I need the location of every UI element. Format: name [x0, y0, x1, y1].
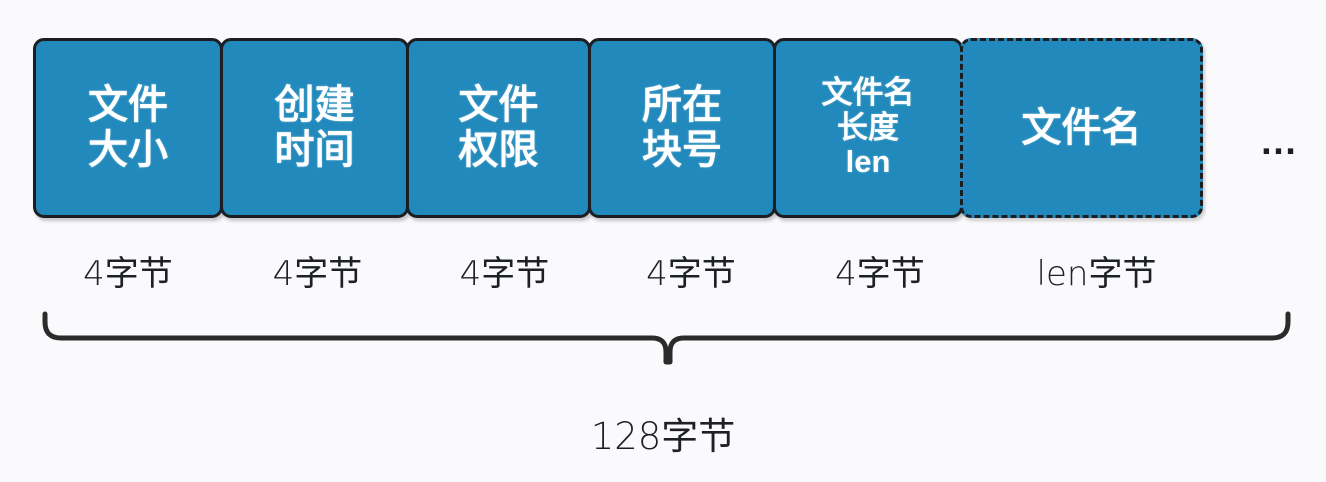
byte-size-label-file-size: 4字节 — [83, 253, 173, 294]
field-box-file-size[interactable]: 文件大小 — [33, 38, 223, 218]
byte-size-label-block-number: 4字节 — [646, 253, 736, 294]
byte-size-label-filename: len字节 — [1036, 253, 1157, 294]
byte-size-label-filename-length: 4字节 — [835, 253, 925, 294]
brace-icon — [42, 311, 1291, 365]
byte-size-label-file-permission: 4字节 — [459, 253, 550, 294]
field-box-filename[interactable]: 文件名 — [960, 38, 1203, 218]
field-label-line: 文件 — [458, 83, 539, 128]
total-size-caption: 128字节 — [590, 415, 736, 458]
field-label-line: 文件名 — [821, 74, 915, 110]
field-label-line: 所在 — [642, 83, 722, 128]
byte-size-label-create-time: 4字节 — [272, 253, 363, 294]
byte-size-label-row: 4字节 4字节 4字节 4字节 4字节 len字节 — [33, 246, 1218, 294]
field-box-file-permission[interactable]: 文件权限 — [406, 38, 591, 218]
field-label-line: len — [845, 144, 891, 180]
field-label-line: 块号 — [642, 128, 722, 172]
field-label-line: 权限 — [458, 128, 539, 172]
continuation-ellipsis: … — [1259, 121, 1301, 163]
field-box-create-time[interactable]: 创建时间 — [220, 38, 409, 218]
field-label-line: 长度 — [837, 109, 899, 145]
total-size-brace — [0, 300, 1326, 400]
field-label-line: 文件 — [88, 83, 168, 128]
field-box-block-number[interactable]: 所在块号 — [588, 38, 776, 218]
field-label-line: 创建 — [274, 83, 355, 128]
field-label-line: 文件名 — [1021, 105, 1142, 150]
field-label-line: 大小 — [88, 128, 168, 172]
field-label-line: 时间 — [274, 128, 355, 172]
